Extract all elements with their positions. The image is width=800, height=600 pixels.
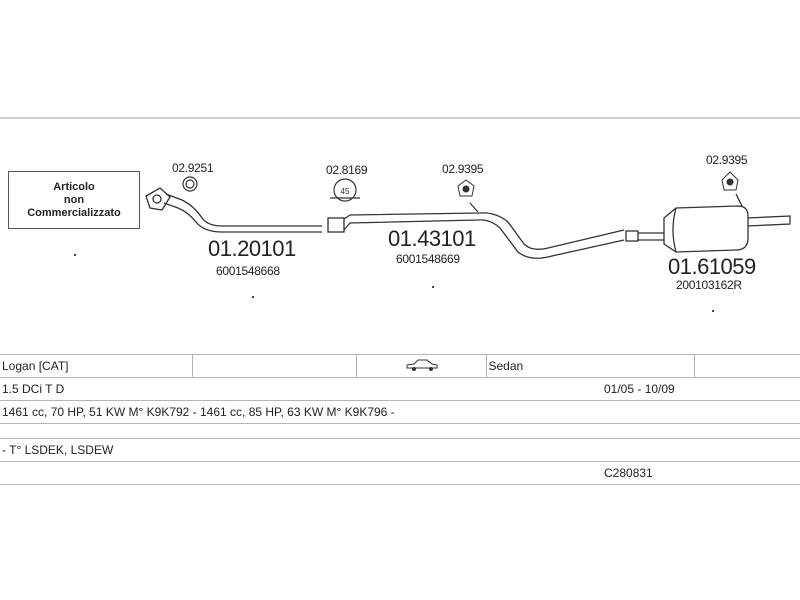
table-row	[0, 423, 800, 439]
part-code-main[interactable]: 01.61059	[668, 254, 756, 279]
part-code-main[interactable]: 01.43101	[388, 226, 476, 251]
part-code-small[interactable]: 02.8169	[326, 163, 368, 177]
table-row: - T° LSDEK, LSDEW	[0, 438, 800, 462]
model-cell: Logan [CAT]	[0, 354, 193, 378]
oem-number: 6001548669	[396, 252, 460, 266]
part-code-main[interactable]: 01.20101	[208, 236, 296, 261]
part-code-small[interactable]: 02.9395	[706, 153, 748, 167]
table-row: 1461 cc, 70 HP, 51 KW M° K9K792 - 1461 c…	[0, 400, 800, 424]
not-commercialized-note: Articolo non Commercializzato	[8, 171, 140, 229]
clamp-badge: 45	[341, 187, 350, 196]
marker-dot	[432, 286, 434, 288]
front-pipe	[163, 193, 322, 233]
vehicle-icon-cell	[356, 354, 487, 378]
rubber-mount-icon	[457, 179, 475, 197]
front-flange	[145, 187, 171, 211]
catalog-code-cell: C280831	[486, 461, 800, 485]
marker-dot	[712, 310, 714, 312]
note-line: Commercializzato	[27, 206, 121, 219]
note-line: non	[63, 193, 85, 206]
center-pipe	[327, 202, 625, 259]
top-border	[0, 117, 800, 119]
oem-number: 200103162R	[676, 278, 742, 292]
marker-dot	[74, 254, 76, 256]
table-row: 1.5 DCi T D 01/05 - 10/09	[0, 377, 800, 401]
rubber-mount-icon	[721, 171, 739, 191]
specs-cell: 1461 cc, 70 HP, 51 KW M° K9K792 - 1461 c…	[0, 400, 800, 424]
part-code-small[interactable]: 02.9395	[442, 162, 484, 176]
engine-cell: 1.5 DCi T D	[0, 377, 486, 401]
vehicle-info-table: Logan [CAT] Sedan 1.5 DCi T D 01/05 - 10…	[0, 354, 800, 485]
marker-dot	[252, 296, 254, 298]
years-cell: 01/05 - 10/09	[486, 377, 800, 401]
types-cell: - T° LSDEK, LSDEW	[0, 438, 800, 462]
sedan-car-icon	[406, 359, 438, 371]
body-type-cell: Sedan	[486, 354, 695, 378]
clamp-icon: 45	[330, 178, 360, 202]
gasket-ring-icon	[182, 176, 198, 192]
part-code-small[interactable]: 02.9251	[172, 161, 214, 175]
note-line: Articolo	[53, 180, 95, 193]
table-row: Logan [CAT] Sedan	[0, 354, 800, 378]
table-row: C280831	[0, 461, 800, 485]
oem-number: 6001548668	[216, 264, 280, 278]
rear-muffler	[625, 193, 791, 253]
